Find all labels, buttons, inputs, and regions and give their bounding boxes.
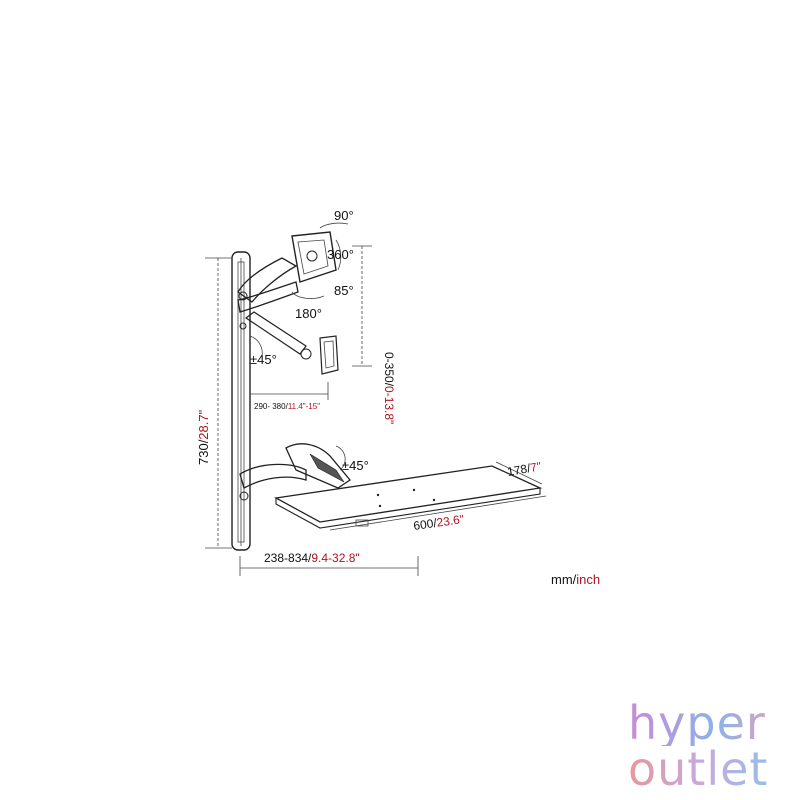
reach-dimension (239, 556, 419, 576)
height-adjust-label: 0-350/0-13.8" (382, 352, 396, 424)
brand-logo: hyper outlet (628, 700, 778, 792)
keyboard-swivel-arc (335, 445, 346, 471)
brand-logo-line2: outlet (628, 746, 778, 792)
units-legend: mm/inch (551, 572, 600, 587)
upper-vesa-plate (291, 231, 337, 283)
tray-width-dimension (329, 495, 547, 531)
tray-depth-label: 178/7" (506, 459, 542, 479)
keyboard-arm (239, 443, 351, 501)
swivel-label: 180° (295, 306, 322, 321)
wall-rail (231, 251, 251, 551)
upper-monitor-arm (237, 257, 299, 330)
keyboard-swivel-label: ±45° (342, 458, 369, 473)
upper-arm-swivel-label: ±45° (250, 352, 277, 367)
arm-reach-dimension (250, 382, 329, 400)
lower-monitor-arm (244, 311, 339, 375)
tray-depth-dimension (495, 461, 543, 485)
tilt-up-label: 90° (334, 208, 354, 223)
tray-width-label: 600/23.6" (412, 512, 464, 533)
reach-label: 238-834/9.4-32.8" (264, 551, 360, 565)
keyboard-tray (273, 465, 543, 529)
tilt-up-arc (319, 222, 349, 229)
rotate-label: 360° (327, 247, 354, 262)
rotate-arc (335, 239, 342, 271)
arm-reach-label: 290- 380/11.4"-15" (254, 402, 320, 411)
arm-swivel-arc (249, 335, 263, 357)
brand-logo-line1: hyper (628, 700, 778, 746)
swivel-arc (291, 291, 325, 299)
column-height-label: 730/28.7" (196, 409, 211, 465)
tilt-down-label: 85° (334, 283, 354, 298)
column-height-dimension (205, 257, 232, 549)
height-adjust-dimension (352, 245, 372, 367)
